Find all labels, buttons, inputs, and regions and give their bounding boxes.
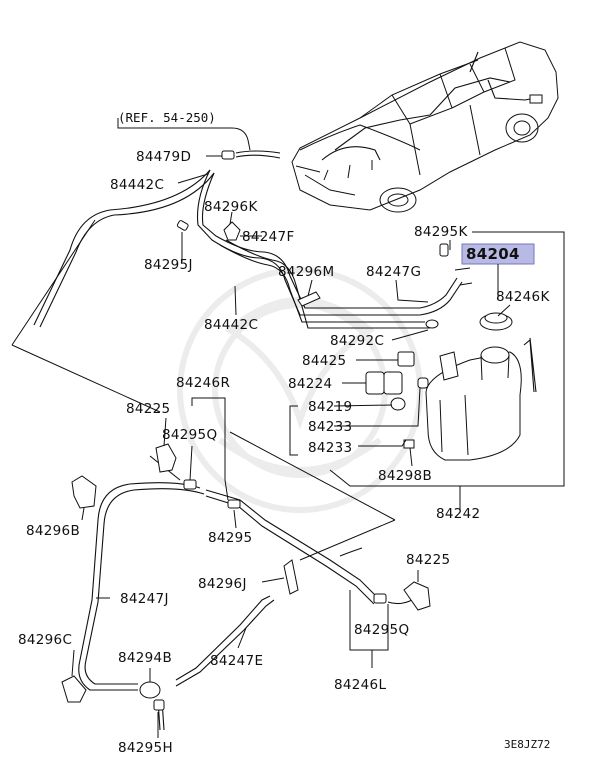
valve-84294B — [139, 681, 161, 699]
joint-84295K — [439, 243, 449, 257]
clip-84296B — [71, 475, 97, 509]
part-84425 — [397, 351, 415, 367]
label-84425: 84425 — [302, 353, 346, 369]
label-84247J: 84247J — [120, 591, 169, 607]
leader-lines — [71, 155, 511, 738]
bracket-84246R — [191, 397, 226, 406]
label-84224: 84224 — [288, 376, 332, 392]
part-84233 — [417, 377, 429, 389]
diagram-code: 3E8JZ72 — [504, 738, 550, 751]
part-labels: (REF. 54-250) 84479D 84442C 84296K 84247… — [18, 110, 550, 756]
grommet-84292C — [425, 319, 439, 329]
label-84242: 84242 — [436, 506, 480, 522]
label-84296C: 84296C — [18, 632, 72, 648]
label-84295Q-bot: 84295Q — [354, 622, 409, 638]
reference-label: (REF. 54-250) — [118, 110, 216, 125]
label-84292C: 84292C — [330, 333, 384, 349]
label-84442C-mid: 84442C — [204, 317, 258, 333]
label-84479D: 84479D — [136, 149, 191, 165]
joint-84295Q-top — [183, 479, 197, 490]
clip-84296M — [297, 291, 321, 307]
label-84295H: 84295H — [118, 740, 173, 756]
label-84225-left: 84225 — [126, 401, 170, 417]
components — [61, 150, 537, 711]
label-84247E: 84247E — [210, 653, 263, 669]
label-84233-a: 84233 — [308, 419, 352, 435]
label-84247F: 84247F — [242, 229, 295, 245]
label-84298B: 84298B — [378, 468, 432, 484]
label-84246L: 84246L — [334, 677, 386, 693]
pump-84224 — [365, 371, 385, 395]
label-84246K: 84246K — [496, 289, 550, 305]
label-84233-b: 84233 — [308, 440, 352, 456]
label-84247G: 84247G — [366, 264, 421, 280]
vehicle-illustration — [291, 41, 559, 213]
clip-84296C — [61, 675, 87, 703]
label-84295Q-top: 84295Q — [162, 427, 217, 443]
clip-84296J — [283, 559, 299, 595]
label-84442C-top: 84442C — [110, 177, 164, 193]
clip-84296K — [223, 221, 241, 241]
label-84295J: 84295J — [144, 257, 193, 273]
nozzle-84225-left — [155, 443, 177, 473]
joint-84295J — [176, 220, 189, 231]
joint-84295Q-bot — [373, 593, 387, 604]
label-84294B: 84294B — [118, 650, 172, 666]
bracket-84246L — [349, 632, 389, 651]
bolt-84298B — [403, 439, 415, 449]
label-84295K: 84295K — [414, 224, 468, 240]
label-84225-right: 84225 — [406, 552, 450, 568]
label-84246R: 84246R — [176, 375, 230, 391]
label-84296J: 84296J — [198, 576, 247, 592]
nozzle-84225-right — [403, 581, 431, 611]
label-84296M: 84296M — [278, 264, 334, 280]
hoses — [33, 118, 473, 731]
label-84296B: 84296B — [26, 523, 80, 539]
part-84219 — [390, 397, 406, 411]
label-84295: 84295 — [208, 530, 252, 546]
joint-84295 — [227, 499, 241, 509]
label-84204: 84204 — [466, 245, 520, 263]
label-84219: 84219 — [308, 399, 352, 415]
joint-84295H — [153, 699, 165, 711]
label-84296K: 84296K — [204, 199, 258, 215]
connector-84479D — [221, 150, 235, 160]
bracket-84219 — [289, 405, 298, 456]
